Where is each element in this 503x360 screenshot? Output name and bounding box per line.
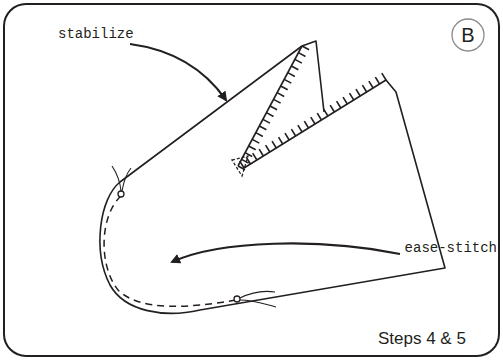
stitch-tick — [302, 46, 309, 50]
stitch-tick — [350, 93, 354, 100]
thread-tail — [240, 291, 276, 307]
ease-stitch-line — [104, 196, 236, 306]
stitch-tick — [291, 66, 298, 70]
pointer-arrow — [130, 44, 226, 100]
stitch-tick — [266, 113, 273, 117]
stitch-tick — [285, 133, 289, 140]
thread-knot — [234, 296, 240, 302]
pointer-arrow — [172, 244, 400, 262]
stitch-tick — [295, 59, 302, 63]
thread-knot — [118, 191, 124, 197]
stitch-tick — [274, 99, 281, 103]
stitch-tick — [337, 101, 341, 108]
stitch-tick — [259, 149, 263, 156]
stitch-tick — [279, 137, 283, 144]
stitch-tick — [272, 141, 276, 148]
stitch-tick — [298, 125, 302, 132]
stitch-tick — [263, 119, 270, 123]
stitch-tick — [253, 153, 257, 160]
stitch-tick — [330, 105, 334, 112]
stitch-hatching — [238, 46, 386, 170]
stitch-tick — [256, 133, 263, 137]
stitch-tick — [356, 89, 360, 96]
stitch-tick — [242, 159, 249, 163]
stitch-tick — [343, 97, 347, 104]
stitch-tick — [266, 145, 270, 152]
stitch-tick — [317, 113, 321, 120]
stitch-tick — [311, 117, 315, 124]
stitch-tick — [362, 85, 366, 92]
stitch-tick — [252, 139, 259, 143]
stitch-tick — [324, 109, 328, 116]
stitch-tick — [382, 73, 386, 80]
stitch-tick — [375, 77, 379, 84]
stitch-tick — [369, 81, 373, 88]
step-circle: B — [451, 18, 485, 52]
stitch-tick — [284, 79, 291, 83]
stitch-tick — [288, 73, 295, 77]
step-letter: B — [461, 24, 474, 47]
stitch-tick — [249, 146, 256, 150]
stitch-tick — [281, 86, 288, 90]
step-caption: Steps 4 & 5 — [378, 329, 466, 349]
stitch-tick — [298, 53, 305, 57]
stitch-tick — [304, 121, 308, 128]
callout-label: stabilize — [58, 26, 134, 42]
dashed-triangle — [232, 156, 248, 176]
thread-tail — [112, 166, 131, 191]
callout-label: ease-stitch — [405, 240, 497, 256]
stitch-tick — [291, 129, 295, 136]
stitch-tick — [277, 93, 284, 97]
garment-outline — [100, 41, 445, 313]
stitch-tick — [259, 126, 266, 130]
frame-border — [4, 4, 499, 356]
stitch-tick — [270, 106, 277, 110]
